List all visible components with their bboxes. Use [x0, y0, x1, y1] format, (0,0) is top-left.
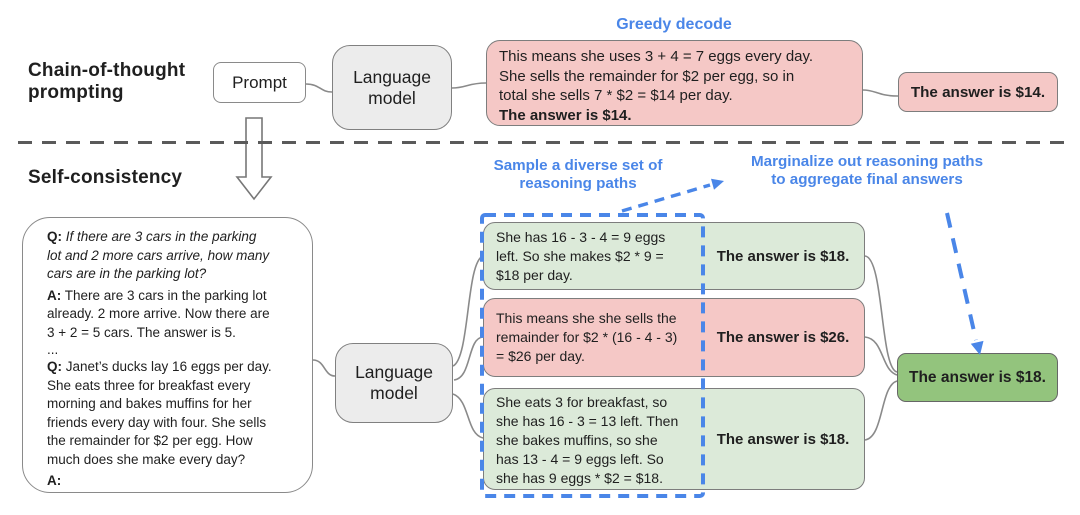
prompt-ellipsis: ... — [47, 342, 59, 357]
reasoning-path-3: She eats 3 for breakfast, so she has 16 … — [483, 388, 865, 490]
cot-output-box: This means she uses 3 + 4 = 7 eggs every… — [486, 40, 863, 126]
sample-paths-label: Sample a diverse set of reasoning paths — [493, 157, 663, 192]
greedy-decode-label: Greedy decode — [616, 16, 732, 33]
cot-output-reasoning: This means she uses 3 + 4 = 7 eggs every… — [499, 48, 814, 104]
cot-final-answer-box: The answer is $14. — [898, 72, 1058, 112]
path-2-reasoning: This means she she sells the remainder f… — [496, 310, 678, 364]
path-3-reasoning: She eats 3 for breakfast, so she has 16 … — [496, 394, 679, 486]
marginalize-label: Marginalize out reasoning paths to aggre… — [750, 153, 984, 188]
path-1-answer: The answer is $18. — [716, 247, 850, 265]
path-3-answer: The answer is $18. — [716, 430, 850, 448]
path-2-answer: The answer is $26. — [716, 329, 850, 346]
sc-prompt-box: Q: If there are 3 cars in the parking lo… — [22, 217, 313, 493]
prompt-answer-2: A: — [47, 473, 62, 488]
prompt-question-1: Q: If there are 3 cars in the parking lo… — [47, 229, 270, 281]
prompt-box: Prompt — [213, 62, 306, 103]
language-model-box-top: Language model — [332, 45, 452, 130]
prompt-answer-1: A: There are 3 cars in the parking lot a… — [47, 287, 270, 340]
sc-final-answer-box: The answer is $18. — [897, 353, 1058, 402]
path-1-reasoning: She has 16 - 3 - 4 = 9 eggs left. So she… — [496, 229, 666, 283]
cot-section-label: Chain-of-thought prompting — [28, 60, 186, 103]
cot-output-answer: The answer is $14. — [499, 106, 632, 124]
sc-section-label: Self-consistency — [28, 167, 183, 188]
prompt-question-2: Q: Janet’s ducks lay 16 eggs per day. Sh… — [47, 359, 272, 467]
reasoning-path-1: She has 16 - 3 - 4 = 9 eggs left. So she… — [483, 222, 865, 290]
section-divider — [18, 141, 1064, 144]
language-model-box-bottom: Language model — [335, 343, 453, 423]
reasoning-path-2: This means she she sells the remainder f… — [483, 298, 865, 377]
down-arrow-icon — [235, 117, 273, 201]
